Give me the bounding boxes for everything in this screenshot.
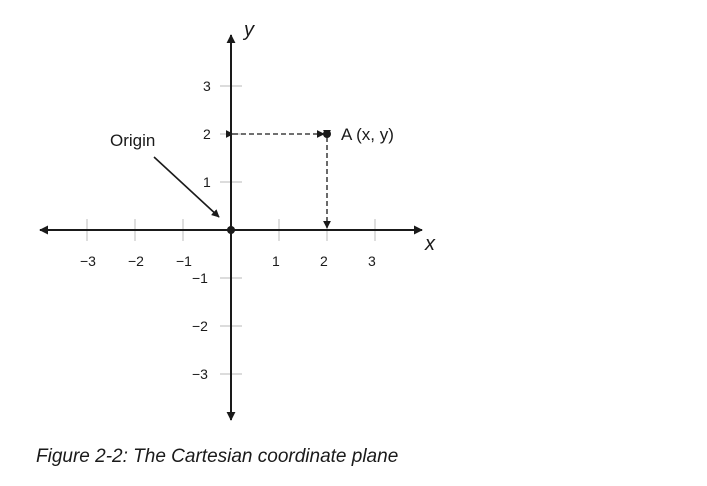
x-tick-label: −3 bbox=[80, 253, 96, 269]
x-tick-label: 2 bbox=[320, 253, 328, 269]
point-a-label: A (x, y) bbox=[341, 125, 394, 144]
y-tick-label: 2 bbox=[203, 126, 211, 142]
y-tick-label: −2 bbox=[192, 318, 208, 334]
y-tick-label: −1 bbox=[192, 270, 208, 286]
point-a bbox=[323, 130, 331, 138]
x-tick-label: −1 bbox=[176, 253, 192, 269]
y-tick-label: −3 bbox=[192, 366, 208, 382]
origin-pointer-arrow bbox=[153, 156, 220, 218]
x-tick-label: 1 bbox=[272, 253, 280, 269]
origin-point bbox=[227, 226, 235, 234]
origin-label: Origin bbox=[110, 131, 155, 150]
x-tick-label: 3 bbox=[368, 253, 376, 269]
y-tick-label: 1 bbox=[203, 174, 211, 190]
x-tick-label: −2 bbox=[128, 253, 144, 269]
x-axis-label: x bbox=[424, 233, 436, 255]
y-tick-label: 3 bbox=[203, 78, 211, 94]
figure-caption: Figure 2-2: The Cartesian coordinate pla… bbox=[36, 446, 399, 467]
y-axis-label: y bbox=[242, 19, 255, 41]
